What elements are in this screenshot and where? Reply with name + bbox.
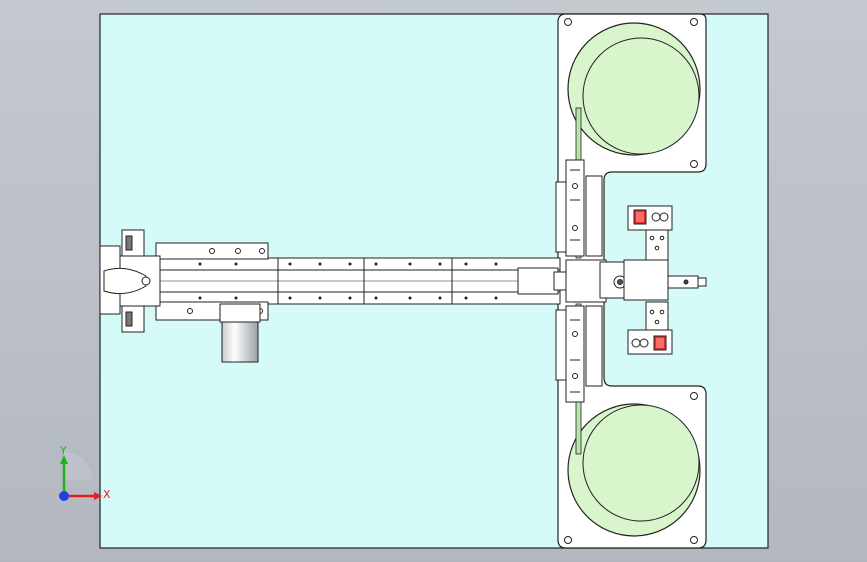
center-joint-assembly[interactable]: [565, 259, 669, 303]
upper-red-push-button[interactable]: [633, 209, 647, 225]
drive-motor[interactable]: [219, 303, 261, 363]
left-end-gripper[interactable]: [99, 229, 161, 333]
main-linear-arm[interactable]: [157, 257, 569, 305]
y-axis-label: Y: [59, 444, 67, 457]
right-actuator-rod[interactable]: [667, 275, 707, 289]
upper-indicator-circles[interactable]: [651, 212, 669, 222]
arm-bolts: [198, 262, 498, 300]
frame-mounting-holes: [564, 18, 698, 544]
coordinate-triad: Y X: [59, 444, 111, 501]
z-axis-icon: [59, 491, 69, 501]
lower-red-push-button[interactable]: [653, 335, 667, 351]
lower-indicator-circles[interactable]: [631, 338, 649, 348]
upper-turntable-disc[interactable]: [567, 22, 701, 156]
x-axis-label: X: [103, 488, 111, 501]
upper-slide-carriage[interactable]: [555, 159, 603, 257]
lower-turntable-disc[interactable]: [567, 403, 701, 537]
lower-slide-carriage[interactable]: [555, 305, 603, 403]
